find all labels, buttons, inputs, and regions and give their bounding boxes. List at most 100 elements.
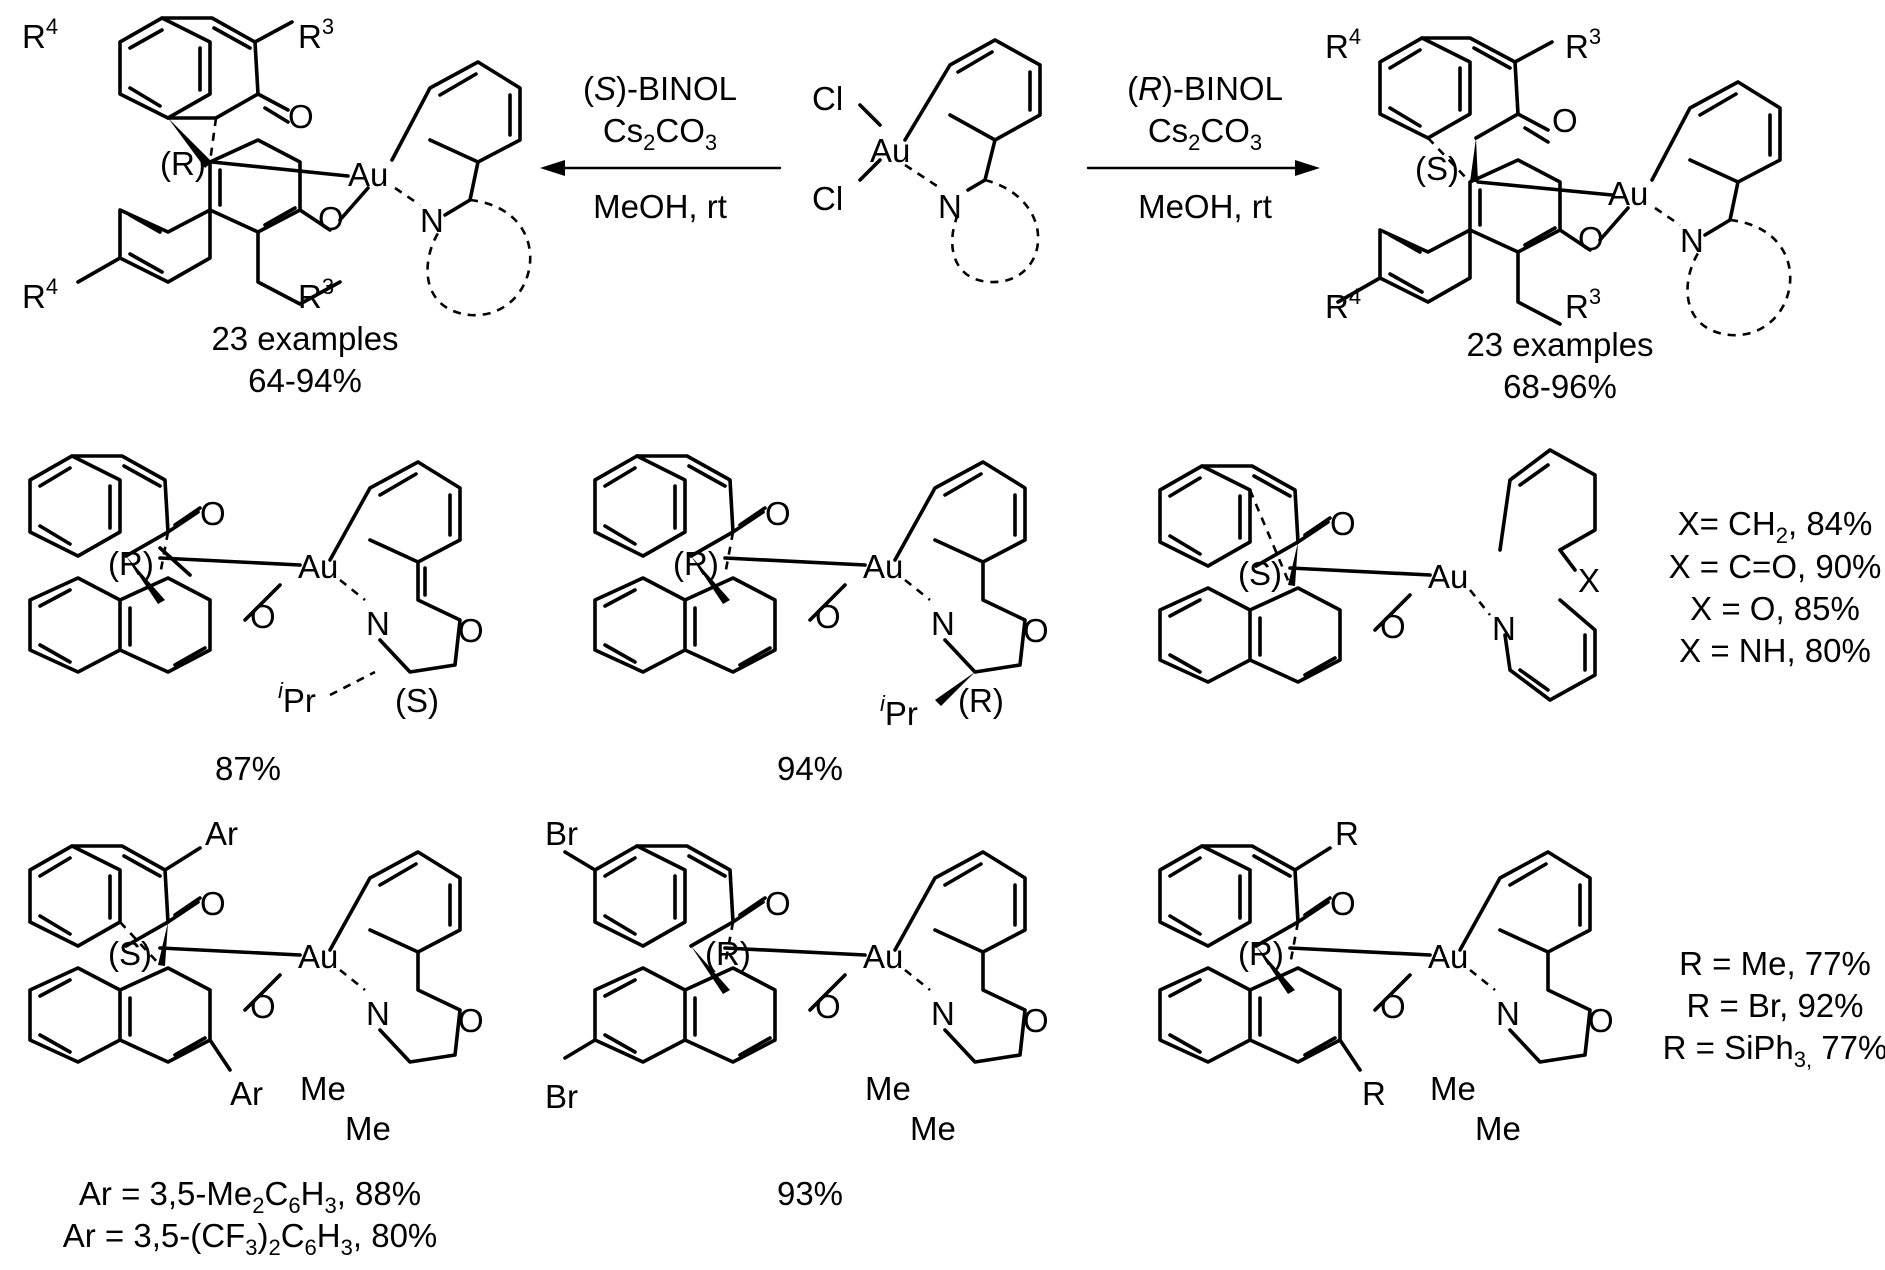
top-left-r4-upper: R4 — [22, 14, 58, 55]
row2-c3-note-4: X = NH, 80% — [1679, 632, 1871, 669]
svg-text:O: O — [815, 598, 841, 635]
svg-text:O: O — [1330, 885, 1356, 922]
row3-compound-2 — [563, 844, 1027, 1064]
svg-text:O: O — [815, 988, 841, 1025]
top-left-au: Au — [348, 156, 388, 193]
top-left-r3-upper: R3 — [298, 14, 334, 55]
svg-text:N: N — [931, 605, 955, 642]
left-arrow — [540, 160, 782, 176]
svg-text:Au: Au — [1428, 938, 1468, 975]
svg-text:O: O — [1023, 1002, 1049, 1039]
row3-compound-3 — [1158, 844, 1592, 1072]
svg-text:N: N — [1680, 222, 1704, 259]
svg-text:Me: Me — [1430, 1070, 1476, 1107]
row3-c1-note-2: Ar = 3,5-(CF3)2C6H3, 80% — [63, 1217, 438, 1260]
svg-text:R: R — [1335, 815, 1359, 852]
svg-text:O: O — [458, 612, 484, 649]
row2-c3-note-2: X = C=O, 90% — [1669, 548, 1882, 585]
start-cl1: Cl — [812, 80, 843, 117]
top-right-yield: 68-96% — [1503, 368, 1617, 405]
svg-text:O: O — [1380, 988, 1406, 1025]
svg-text:R4: R4 — [1325, 24, 1361, 65]
svg-text:R3: R3 — [1565, 284, 1601, 325]
svg-text:O: O — [765, 495, 791, 532]
svg-text:Me: Me — [865, 1070, 911, 1107]
row2-compound-1 — [28, 454, 462, 674]
svg-text:O: O — [200, 495, 226, 532]
top-left-o-au-bond — [338, 186, 370, 222]
right-arrow — [1086, 160, 1320, 176]
svg-text:O: O — [765, 885, 791, 922]
svg-text:O: O — [1578, 220, 1604, 257]
row3-c3-note-1: R = Me, 77% — [1679, 945, 1871, 982]
top-left-r4-lower: R4 — [22, 274, 58, 315]
starting-au-complex: Cl Cl Au N — [812, 38, 1042, 284]
svg-text:Me: Me — [345, 1110, 391, 1147]
top-left-yield: 64-94% — [248, 362, 362, 399]
top-left-carbonyl-o: O — [288, 98, 314, 135]
row3-c3-note-2: R = Br, 92% — [1686, 987, 1863, 1024]
right-reagent-3: MeOH, rt — [1138, 188, 1272, 225]
row2-c1-stereo: (R) — [108, 545, 154, 582]
svg-text:Br: Br — [545, 815, 578, 852]
top-left-o: O — [318, 200, 344, 237]
svg-text:Me: Me — [300, 1070, 346, 1107]
svg-text:O: O — [458, 1002, 484, 1039]
top-right-examples: 23 examples — [1466, 326, 1653, 363]
row2-c3-stereo: (S) — [1238, 555, 1282, 592]
top-right-stereo: (S) — [1415, 150, 1459, 187]
svg-text:O: O — [200, 885, 226, 922]
svg-text:Ar: Ar — [205, 815, 238, 852]
right-reagent-2: Cs2CO3 — [1148, 112, 1262, 155]
svg-text:N: N — [1496, 995, 1520, 1032]
top-left-r3-lower: R3 — [298, 274, 334, 315]
svg-text:O: O — [1552, 102, 1578, 139]
row2-c3-note-3: X = O, 85% — [1690, 590, 1860, 627]
svg-text:N: N — [366, 995, 390, 1032]
start-n: N — [938, 188, 962, 225]
svg-text:Au: Au — [863, 548, 903, 585]
svg-text:O: O — [1588, 1002, 1614, 1039]
svg-text:X: X — [1578, 562, 1600, 599]
svg-text:R: R — [1362, 1075, 1386, 1112]
svg-text:Br: Br — [545, 1078, 578, 1115]
svg-text:Me: Me — [1475, 1110, 1521, 1147]
svg-text:O: O — [1023, 612, 1049, 649]
top-left-lower-naphthol — [76, 138, 342, 306]
left-reagent-2: Cs2CO3 — [603, 112, 717, 155]
svg-text:N: N — [931, 995, 955, 1032]
svg-text:Au: Au — [1608, 175, 1648, 212]
svg-text:Au: Au — [298, 548, 338, 585]
top-left-upper-naphthalenone — [118, 16, 294, 124]
top-left-n-au-dash — [394, 186, 421, 207]
svg-text:Au: Au — [298, 938, 338, 975]
right-reagent-1: (R)-BINOL — [1127, 70, 1283, 107]
svg-text:Me: Me — [910, 1110, 956, 1147]
svg-text:O: O — [1380, 608, 1406, 645]
row2-c2-n-stereo: (R) — [958, 682, 1004, 719]
row2-compound-3 — [1158, 448, 1597, 702]
row2-c2-stereo: (R) — [673, 545, 719, 582]
svg-text:R3: R3 — [1565, 24, 1601, 65]
svg-text:N: N — [366, 605, 390, 642]
svg-text:R4: R4 — [1325, 284, 1361, 325]
row2-compound-2 — [593, 454, 1027, 706]
svg-text:O: O — [1330, 505, 1356, 542]
top-left-c-au-bond — [210, 160, 350, 178]
svg-text:O: O — [250, 988, 276, 1025]
row2-c3-note-1: X= CH2, 84% — [1678, 505, 1873, 548]
top-left-au-phenyl — [390, 60, 522, 217]
row3-c2-yield: 93% — [777, 1175, 843, 1212]
svg-text:iPr: iPr — [880, 691, 918, 732]
top-right-product: R4 R3 O (S) Au O N R4 R3 23 examples 68-… — [1325, 24, 1792, 405]
left-reagent-3: MeOH, rt — [593, 188, 727, 225]
svg-text:Au: Au — [1428, 558, 1468, 595]
top-left-stereo: (R) — [160, 145, 206, 182]
start-au: Au — [870, 132, 910, 169]
row3-c1-note-1: Ar = 3,5-Me2C6H3, 88% — [79, 1175, 421, 1218]
row2-c2-yield: 94% — [777, 750, 843, 787]
svg-text:iPr: iPr — [278, 678, 316, 719]
left-reagent-1: (S)-BINOL — [583, 70, 737, 107]
top-left-dash — [208, 117, 218, 163]
